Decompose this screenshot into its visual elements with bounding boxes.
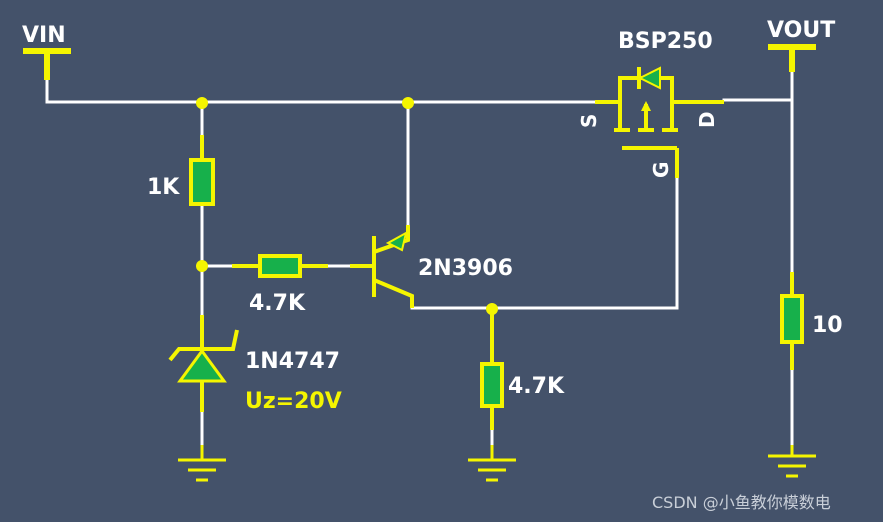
node-left-top <box>196 97 208 109</box>
wire-collector-to-gate <box>410 176 679 310</box>
source-pin-label: S <box>577 114 601 128</box>
wire-top-rail <box>45 78 597 104</box>
transistor-label: 2N3906 <box>418 256 513 281</box>
mosfet <box>595 66 724 178</box>
transistor-pnp <box>350 225 414 308</box>
r3-label: 4.7K <box>508 374 565 399</box>
mosfet-label: BSP250 <box>618 29 713 54</box>
resistor-r1 <box>189 135 215 206</box>
r2-label: 4.7K <box>249 291 306 316</box>
node-emitter-top <box>402 97 414 109</box>
ground-symbol-vout <box>768 445 816 478</box>
junction-nodes <box>196 97 498 315</box>
vin-label: VIN <box>22 23 66 48</box>
node-left-mid <box>196 260 208 272</box>
rload-label: 10 <box>812 313 843 338</box>
gate-pin-label: G <box>649 162 673 178</box>
ground-symbol-r3 <box>468 445 516 482</box>
zener-voltage-label: Uz=20V <box>245 389 342 414</box>
resistor-r2 <box>232 254 328 278</box>
r1-label: 1K <box>147 175 180 200</box>
vin-terminal <box>23 48 71 80</box>
drain-pin-label: D <box>695 111 719 128</box>
watermark: CSDN @小鱼教你模数电 <box>652 493 831 512</box>
resistor-r3 <box>480 308 504 430</box>
zener-label: 1N4747 <box>245 349 340 374</box>
zener-diode <box>168 315 239 412</box>
node-collector <box>486 303 498 315</box>
vout-label: VOUT <box>767 18 835 43</box>
ground-symbol-zener <box>178 445 226 482</box>
vout-terminal <box>768 44 816 72</box>
resistor-rload <box>780 272 804 370</box>
